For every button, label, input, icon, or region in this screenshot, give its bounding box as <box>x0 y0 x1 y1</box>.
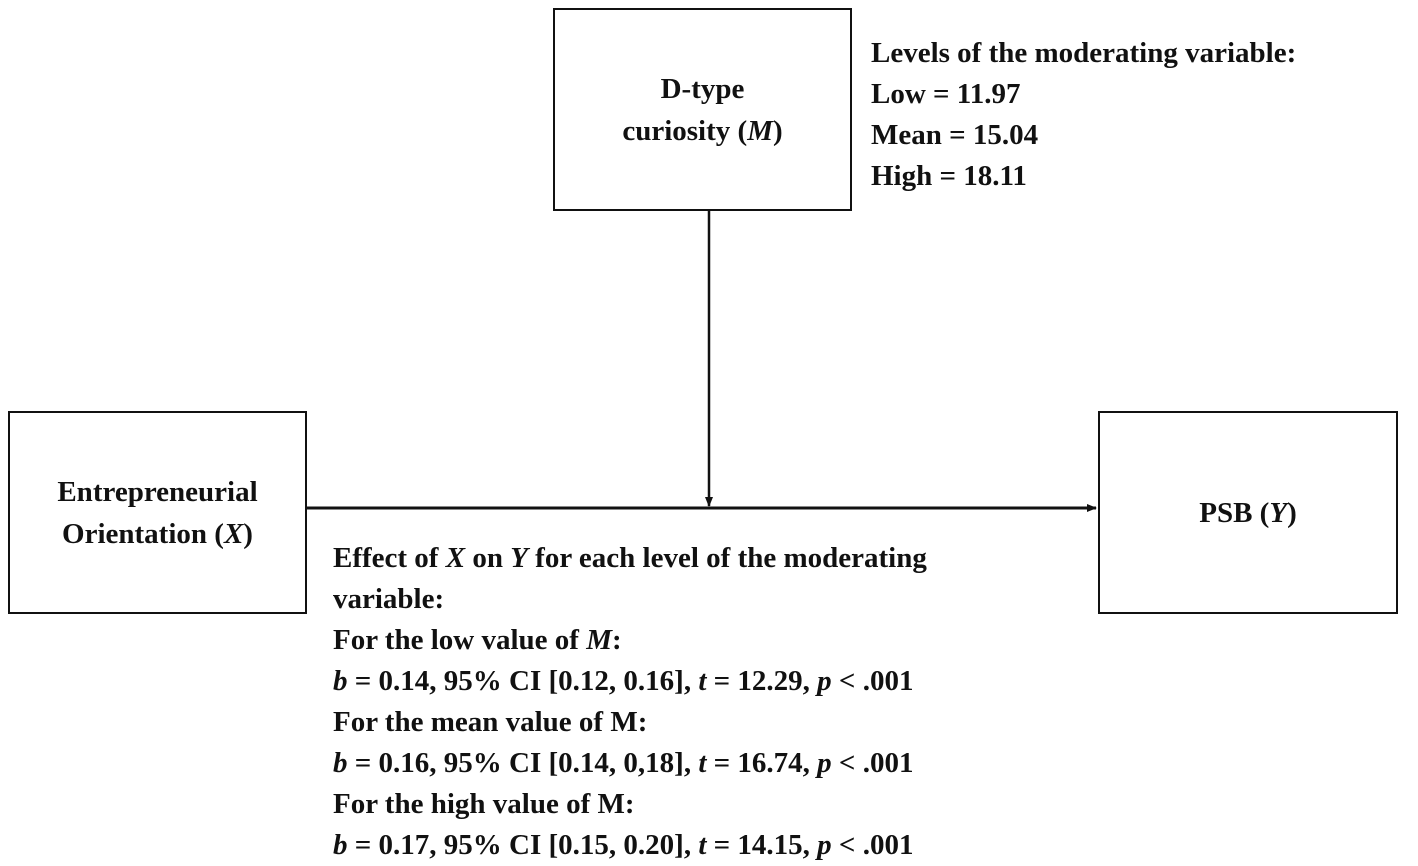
level-mean: Mean = 15.04 <box>871 119 1039 151</box>
moderator-label-line2: curiosity (M) <box>622 114 783 147</box>
effects-heading: Effect of X on Y for each level of the m… <box>333 542 927 574</box>
outcome-label: PSB (Y) <box>1199 496 1297 529</box>
outcome-node: PSB (Y) <box>1098 411 1398 614</box>
low-value-label: For the low value of M: <box>333 624 622 656</box>
predictor-node: Entrepreneurial Orientation (X) <box>8 411 307 614</box>
effects-heading-line2: variable: <box>333 583 445 615</box>
level-high: High = 18.11 <box>871 160 1027 192</box>
mean-value-label: For the mean value of M: <box>333 706 648 738</box>
conditional-effects: Effect of X on Y for each level of the m… <box>333 538 927 866</box>
predictor-label-line2: Orientation (X) <box>62 517 253 550</box>
mean-value-stats: b = 0.16, 95% CI [0.14, 0,18], t = 16.74… <box>333 747 914 779</box>
moderator-node: D-type curiosity (M) <box>553 8 852 211</box>
level-low: Low = 11.97 <box>871 78 1021 110</box>
low-value-stats: b = 0.14, 95% CI [0.12, 0.16], t = 12.29… <box>333 665 914 697</box>
levels-heading: Levels of the moderating variable: <box>871 37 1297 69</box>
high-value-stats: b = 0.17, 95% CI [0.15, 0.20], t = 14.15… <box>333 829 914 861</box>
moderator-levels: Levels of the moderating variable: Low =… <box>871 33 1296 197</box>
moderator-label-line1: D-type <box>660 72 745 105</box>
high-value-label: For the high value of M: <box>333 788 635 820</box>
predictor-label-line1: Entrepreneurial <box>57 475 258 508</box>
